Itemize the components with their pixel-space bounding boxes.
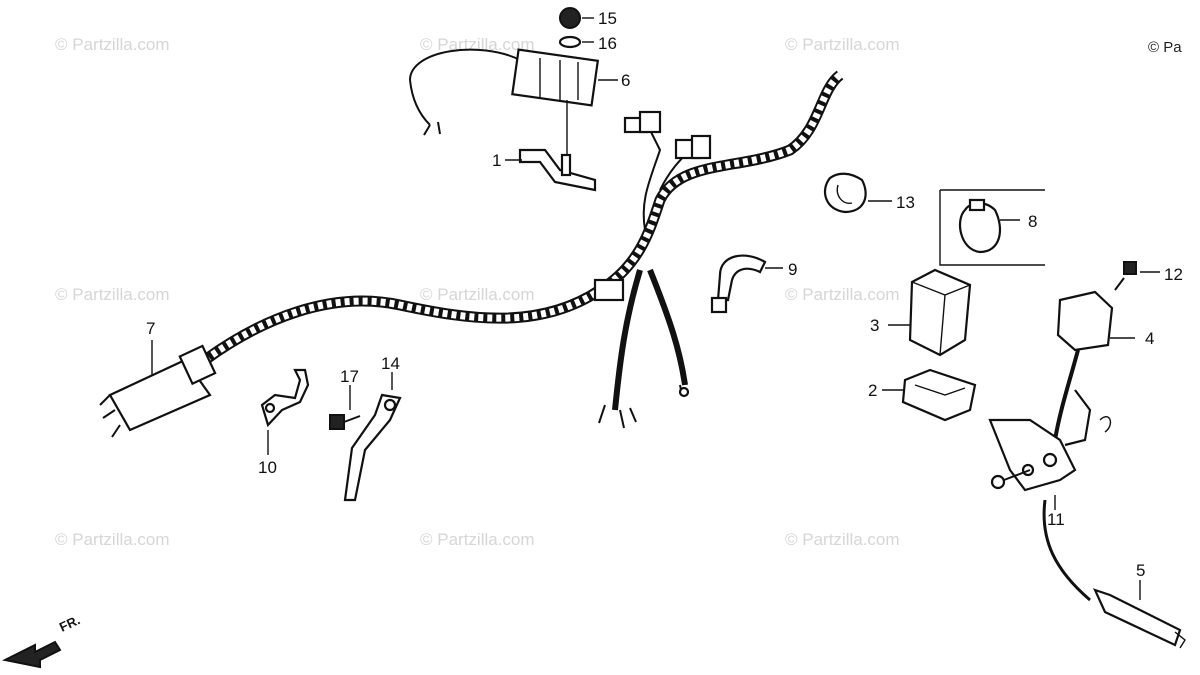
part-3-relay [888, 268, 972, 357]
watermark-text: © Partzilla.com [55, 285, 170, 304]
callout-11: 11 [1047, 510, 1065, 529]
copyright-text: © Pa [1148, 39, 1182, 56]
part-11-bracket-cable [988, 389, 1112, 602]
callout-17: 17 [340, 367, 359, 386]
callout-14: 14 [381, 354, 400, 373]
part-9-holder [710, 254, 783, 314]
front-direction-indicator: FR. [1, 612, 82, 669]
callout-labels: 15 16 6 1 13 8 9 12 3 4 7 2 17 14 10 11 … [146, 9, 1183, 580]
part-13-band [823, 172, 892, 214]
watermark-text: © Partzilla.com [420, 530, 535, 549]
callout-5: 5 [1136, 561, 1145, 580]
part-14-stay [343, 372, 402, 502]
callout-16: 16 [598, 34, 617, 53]
part-16-washer [558, 35, 594, 49]
watermark-layer: © Partzilla.com © Partzilla.com © Partzi… [55, 35, 900, 549]
callout-2: 2 [868, 381, 877, 400]
callout-3: 3 [870, 316, 879, 335]
watermark-text: © Partzilla.com [785, 285, 900, 304]
callout-12: 12 [1164, 265, 1183, 284]
watermark-text: © Partzilla.com [55, 530, 170, 549]
callout-1: 1 [492, 151, 501, 170]
part-2-rubber-mount [882, 368, 977, 422]
callout-8: 8 [1028, 212, 1037, 231]
watermark-text: © Partzilla.com [785, 530, 900, 549]
callout-4: 4 [1145, 329, 1154, 348]
callout-6: 6 [621, 71, 630, 90]
wire-harness [201, 70, 844, 429]
callout-13: 13 [896, 193, 915, 212]
part-6-cdi-unit [409, 48, 618, 160]
part-17-bolt [329, 385, 361, 430]
watermark-text: © Partzilla.com [420, 285, 535, 304]
callout-15: 15 [598, 9, 617, 28]
watermark-text: © Partzilla.com [420, 35, 535, 54]
part-5-grip [1092, 580, 1186, 649]
callout-7: 7 [146, 319, 155, 338]
part-1-bracket [505, 148, 597, 192]
callout-9: 9 [788, 260, 797, 279]
watermark-text: © Partzilla.com [55, 35, 170, 54]
part-12-screw [1114, 261, 1160, 291]
part-10-clip [260, 368, 310, 455]
callout-10: 10 [258, 458, 277, 477]
part-4-switch-assembly [1053, 290, 1135, 441]
watermark-text: © Partzilla.com [785, 35, 900, 54]
part-15-cap [559, 7, 594, 29]
part-8-clamp-box [939, 189, 1045, 266]
part-7-ignition-coil [99, 340, 217, 438]
direction-label: FR. [57, 612, 82, 634]
